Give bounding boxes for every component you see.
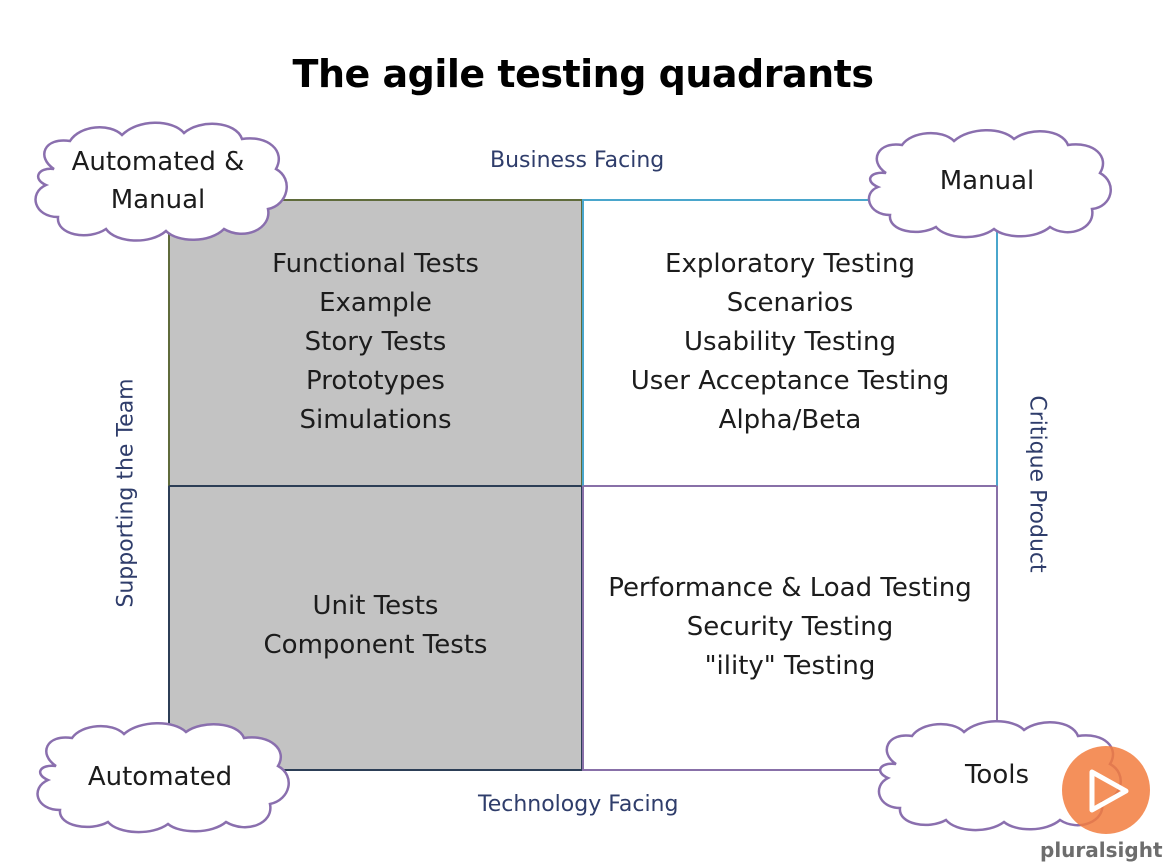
cloud-text-line: Manual xyxy=(110,185,206,215)
quadrant-q2: Exploratory Testing Scenarios Usability … xyxy=(582,199,998,486)
q2-item: User Acceptance Testing xyxy=(630,366,950,396)
cloud-label: Manual xyxy=(939,166,1035,196)
q3-item: Unit Tests xyxy=(312,591,439,621)
quadrant-q4: Performance & Load Testing Security Test… xyxy=(582,486,998,771)
cloud-top-left: Automated & Manual xyxy=(22,117,294,245)
diagram-title: The agile testing quadrants xyxy=(292,52,874,96)
cloud-label: Automated & Manual xyxy=(22,143,294,219)
cloud-shape xyxy=(867,129,1112,239)
q1-item: Simulations xyxy=(299,405,452,435)
q4-item: "ility" Testing xyxy=(704,651,876,681)
cloud-text-line: Automated & xyxy=(71,147,245,177)
q1-item: Example xyxy=(319,288,432,318)
q3-item-list: Unit Tests Component Tests xyxy=(170,587,581,665)
cloud-shape xyxy=(36,722,290,834)
quadrant-q3: Unit Tests Component Tests xyxy=(168,486,582,771)
q2-item: Exploratory Testing xyxy=(665,249,915,279)
quadrant-q1: Functional Tests Example Story Tests Pro… xyxy=(168,199,582,486)
cloud-bottom-right: Tools xyxy=(866,716,1128,834)
cloud-shape xyxy=(34,121,288,242)
axis-label-left: Supporting the Team xyxy=(113,378,139,608)
cloud-label: Automated xyxy=(87,762,233,792)
logo-circle xyxy=(1062,746,1150,834)
q3-item: Component Tests xyxy=(263,630,488,660)
q2-item-list: Exploratory Testing Scenarios Usability … xyxy=(584,245,996,440)
play-icon xyxy=(1089,769,1129,813)
axis-label-top: Business Facing xyxy=(490,148,665,173)
logo-wordmark: pluralsight xyxy=(1040,838,1163,862)
pluralsight-logo: pluralsight xyxy=(1040,746,1163,862)
q4-item-list: Performance & Load Testing Security Test… xyxy=(584,569,996,686)
cloud-label: Tools xyxy=(964,760,1030,790)
axis-label-bottom: Technology Facing xyxy=(478,792,679,817)
q2-item: Scenarios xyxy=(726,288,854,318)
q4-item: Security Testing xyxy=(686,612,894,642)
q2-item: Usability Testing xyxy=(684,327,896,357)
cloud-top-right: Manual xyxy=(856,125,1118,241)
cloud-bottom-left: Automated xyxy=(24,718,296,836)
q4-item: Performance & Load Testing xyxy=(608,573,972,603)
axis-label-right: Critique Product xyxy=(1024,395,1050,573)
q1-item: Story Tests xyxy=(304,327,447,357)
q1-item: Functional Tests xyxy=(272,249,479,279)
q1-item: Prototypes xyxy=(306,366,445,396)
q1-item-list: Functional Tests Example Story Tests Pro… xyxy=(170,245,581,440)
q2-item: Alpha/Beta xyxy=(718,405,862,435)
